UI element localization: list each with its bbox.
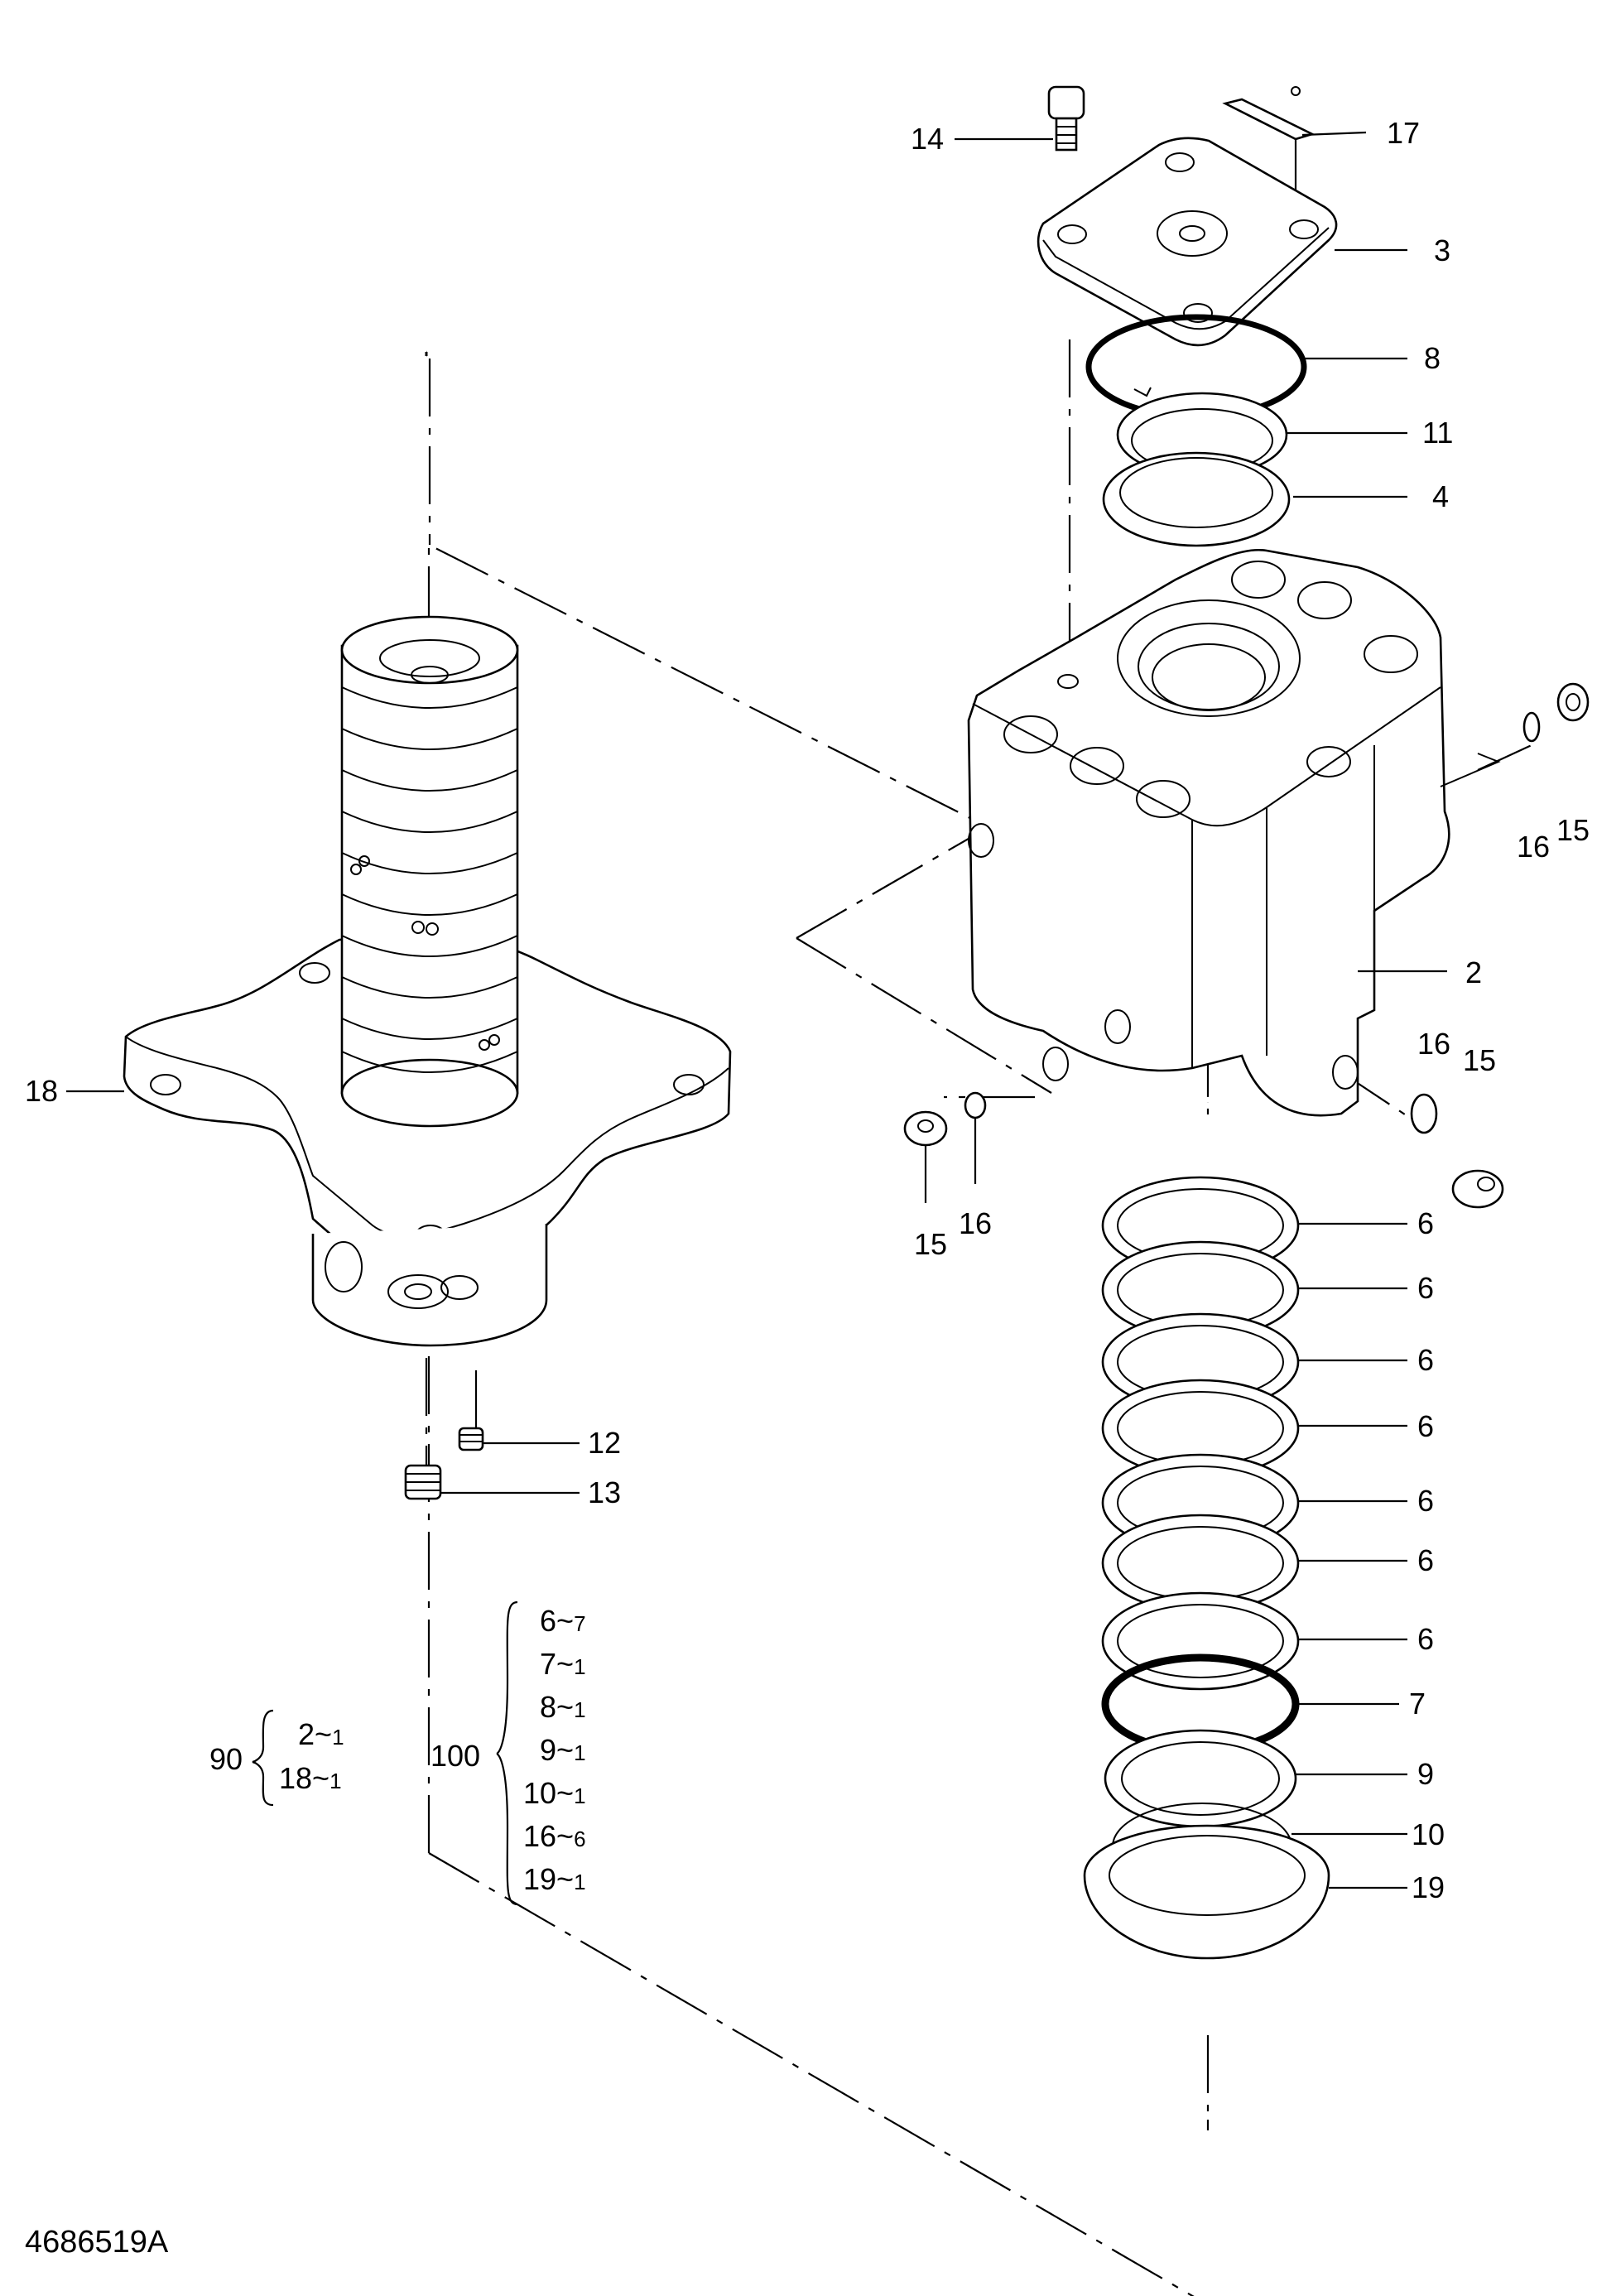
callout-16: 16: [959, 1206, 992, 1240]
leader-lines: [66, 131, 1447, 1889]
seal-stack: [1083, 1176, 1330, 1960]
kit-qty: 7: [574, 1611, 585, 1636]
kit-number: 90: [209, 1742, 243, 1776]
kit-part: 2: [298, 1717, 315, 1751]
callout-6: 6: [1417, 1409, 1434, 1443]
kit-qty: 1: [574, 1740, 585, 1765]
plug-13: [404, 1464, 442, 1500]
swivel-body: [967, 548, 1501, 1117]
plate-17: [1222, 86, 1316, 141]
kit-qty: 1: [574, 1697, 585, 1722]
callout-15: 15: [1556, 813, 1590, 847]
kit-part: 10: [523, 1776, 556, 1810]
cover-3: [1037, 137, 1338, 347]
kit-qty: 1: [332, 1725, 344, 1750]
kit-separator: ~: [556, 1647, 574, 1681]
callout-3: 3: [1434, 233, 1450, 267]
o-ring-16c: [964, 1091, 987, 1119]
kit-part: 19: [523, 1862, 556, 1896]
callout-labels: 14 17 3 8 11 4 16 15 2 16 15 15 16 6 6 6…: [25, 116, 1590, 1904]
callout-2: 2: [1465, 955, 1482, 989]
plug-15a: [1556, 682, 1590, 722]
callout-9: 9: [1417, 1757, 1434, 1791]
kit-entry: 18~1: [279, 1761, 342, 1795]
kit-part: 7: [540, 1647, 556, 1681]
callout-16: 16: [1417, 1027, 1450, 1061]
screw-14: [1047, 85, 1085, 152]
ring-9: [1104, 1729, 1297, 1828]
kit-separator: ~: [315, 1717, 332, 1751]
callout-15: 15: [1463, 1043, 1496, 1077]
callout-19: 19: [1412, 1870, 1445, 1904]
callout-8: 8: [1424, 341, 1441, 375]
callout-6: 6: [1417, 1271, 1434, 1305]
kit-braces: [252, 1600, 518, 1906]
callout-7: 7: [1409, 1687, 1426, 1721]
callout-6: 6: [1417, 1543, 1434, 1577]
kit-entry: 19~1: [523, 1862, 586, 1896]
callout-10: 10: [1412, 1817, 1445, 1851]
kit-separator: ~: [556, 1776, 574, 1810]
kit-qty: 1: [574, 1783, 585, 1808]
seal-ring-6: [1101, 1514, 1300, 1613]
plug-12: [458, 1427, 484, 1451]
callout-14: 14: [911, 122, 944, 156]
kit-separator: ~: [556, 1862, 574, 1896]
kit-part: 18: [279, 1761, 312, 1795]
bolt-hole: [299, 962, 330, 984]
kit-part: 16: [523, 1819, 556, 1853]
shaft-hub: [311, 1224, 548, 1347]
callout-18: 18: [25, 1074, 58, 1108]
o-ring-16a: [1522, 711, 1541, 743]
kit-part: 8: [540, 1690, 556, 1724]
callout-13: 13: [588, 1475, 621, 1509]
kit-entry: 7~1: [540, 1647, 586, 1681]
kit-separator: ~: [556, 1690, 574, 1724]
ring-4: [1102, 451, 1291, 547]
shaft-body: [340, 644, 519, 1095]
o-ring-16b: [1410, 1093, 1438, 1134]
callout-15: 15: [914, 1227, 947, 1261]
kit-separator: ~: [556, 1733, 574, 1767]
callout-4: 4: [1432, 479, 1449, 513]
kit-entry: 2~1: [298, 1717, 344, 1751]
kit-qty: 1: [574, 1870, 585, 1894]
kit-entry: 16~6: [523, 1819, 586, 1853]
callout-6: 6: [1417, 1484, 1434, 1518]
callout-12: 12: [588, 1426, 621, 1460]
callout-6: 6: [1417, 1343, 1434, 1377]
kit-entry: 6~7: [540, 1604, 586, 1638]
kit-separator: ~: [556, 1604, 574, 1638]
kit-part: 6: [540, 1604, 556, 1638]
callout-17: 17: [1387, 116, 1420, 150]
kit-90: 90 2~1 18~1: [209, 1717, 344, 1795]
plug-15c: [903, 1110, 948, 1147]
plug-15b: [1451, 1169, 1504, 1209]
kit-qty: 1: [574, 1654, 585, 1679]
kit-part: 9: [540, 1733, 556, 1767]
kit-entry: 10~1: [523, 1776, 586, 1810]
body-block: [967, 548, 1450, 1117]
kit-separator: ~: [556, 1819, 574, 1853]
kit-qty: 6: [574, 1827, 585, 1851]
bolt-hole: [150, 1074, 181, 1095]
callout-6: 6: [1417, 1622, 1434, 1656]
center-shaft-assembly: [123, 615, 732, 1347]
kit-separator: ~: [312, 1761, 329, 1795]
seal-19: [1083, 1824, 1330, 1960]
drawing-number: 4686519A: [25, 2225, 169, 2260]
callout-16: 16: [1517, 830, 1550, 864]
bolt-hole: [673, 1074, 705, 1095]
kit-100: 100 6~7 7~1 8~1 9~1 10~1 16~6 19~1: [431, 1604, 586, 1896]
callout-11: 11: [1422, 416, 1453, 450]
kit-number: 100: [431, 1739, 480, 1773]
kit-qty: 1: [329, 1769, 341, 1793]
callout-6: 6: [1417, 1206, 1434, 1240]
kit-entry: 9~1: [540, 1733, 586, 1767]
kit-entry: 8~1: [540, 1690, 586, 1724]
